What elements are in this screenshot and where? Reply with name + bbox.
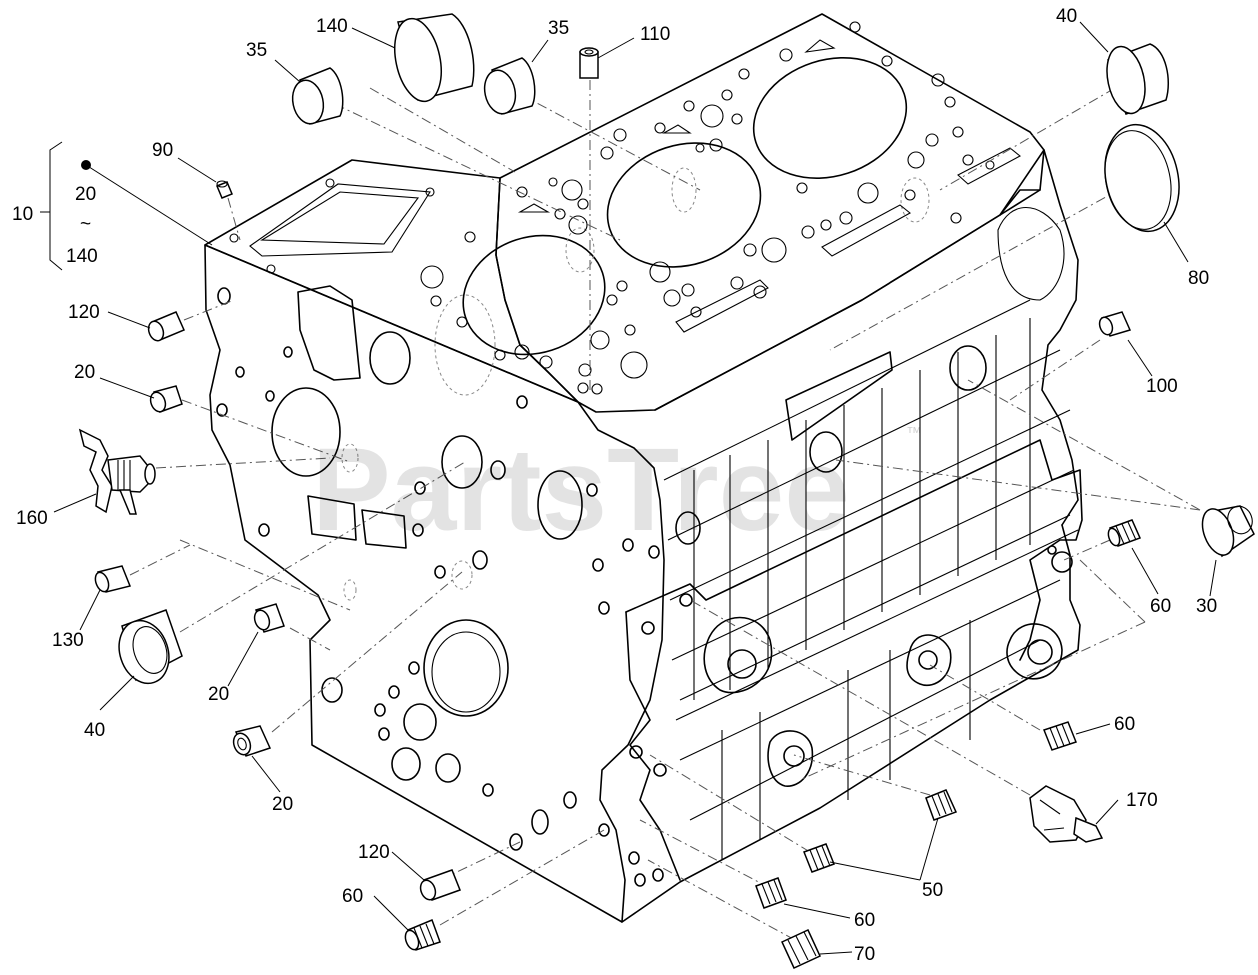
bushing-130 xyxy=(94,565,132,593)
callout-60-mid: 60 xyxy=(1114,714,1135,735)
plug-35-left xyxy=(291,67,344,125)
callout-labels: 10 20 ~ 140 140 35 35 110 40 90 80 120 2… xyxy=(12,6,1217,965)
plug-60-left xyxy=(404,919,441,951)
plug-20-c xyxy=(232,725,272,757)
callout-120-top: 120 xyxy=(68,302,100,323)
plug-60-bottom xyxy=(755,877,787,909)
plug-140-top xyxy=(394,13,475,103)
callout-120-bottom: 120 xyxy=(358,842,390,863)
pin-90 xyxy=(216,180,233,199)
plug-20-b xyxy=(253,603,285,633)
bracket-dot-marker xyxy=(81,160,91,170)
callout-140-top: 140 xyxy=(316,16,348,37)
plug-50-upper xyxy=(925,789,958,821)
oil-pressure-switch-170 xyxy=(1029,785,1104,843)
oil-gallery-rail xyxy=(625,439,1083,881)
bracket-range-start: 20 xyxy=(75,184,96,205)
callout-50: 50 xyxy=(922,880,943,901)
watermark-trademark: ™ xyxy=(906,425,922,442)
plug-60-right xyxy=(1107,519,1142,547)
bushing-120-top xyxy=(147,311,185,342)
callout-20-a: 20 xyxy=(74,362,95,383)
drain-cock-160 xyxy=(78,428,156,515)
bracket-range-tilde: ~ xyxy=(80,214,91,235)
leader-lines xyxy=(40,21,1217,955)
callout-20-b: 20 xyxy=(208,684,229,705)
loose-parts xyxy=(78,13,1255,969)
callout-110: 110 xyxy=(640,24,670,45)
callout-70: 70 xyxy=(854,944,875,965)
callout-40-top: 40 xyxy=(1056,6,1077,27)
callout-100: 100 xyxy=(1146,376,1178,397)
watermark-text: PartsTree xyxy=(312,424,850,556)
callout-60-left: 60 xyxy=(342,886,363,907)
callout-35-left: 35 xyxy=(246,40,267,61)
crankcase-ribs xyxy=(663,299,1079,721)
callout-30: 30 xyxy=(1196,596,1217,617)
callout-60-bottom: 60 xyxy=(854,910,875,931)
callout-60-right: 60 xyxy=(1150,596,1171,617)
plug-35-mid xyxy=(483,57,536,115)
bracket-range-end: 140 xyxy=(66,246,98,267)
plug-20-a xyxy=(149,385,183,413)
callout-160: 160 xyxy=(16,508,48,529)
bushing-100 xyxy=(1098,311,1132,337)
callout-40-bottom: 40 xyxy=(84,720,105,741)
plug-40-top xyxy=(1106,43,1169,115)
cylinder-block xyxy=(204,13,1083,923)
plug-40-bottom xyxy=(118,609,183,685)
bracket-label-10: 10 xyxy=(12,204,33,225)
bushing-120-bottom xyxy=(419,869,461,901)
callout-20-c: 20 xyxy=(272,794,293,815)
plug-30 xyxy=(1201,505,1255,558)
callout-90: 90 xyxy=(152,140,173,161)
plug-70 xyxy=(781,929,821,969)
callout-170: 170 xyxy=(1126,790,1158,811)
callout-35-mid: 35 xyxy=(548,18,569,39)
dowel-pin-110 xyxy=(579,47,599,79)
plug-50-lower xyxy=(803,843,835,873)
callout-80: 80 xyxy=(1188,268,1209,289)
callout-130: 130 xyxy=(52,630,84,651)
plug-60-mid xyxy=(1043,721,1077,751)
deck-holes xyxy=(229,21,995,395)
plug-80 xyxy=(1104,123,1180,233)
